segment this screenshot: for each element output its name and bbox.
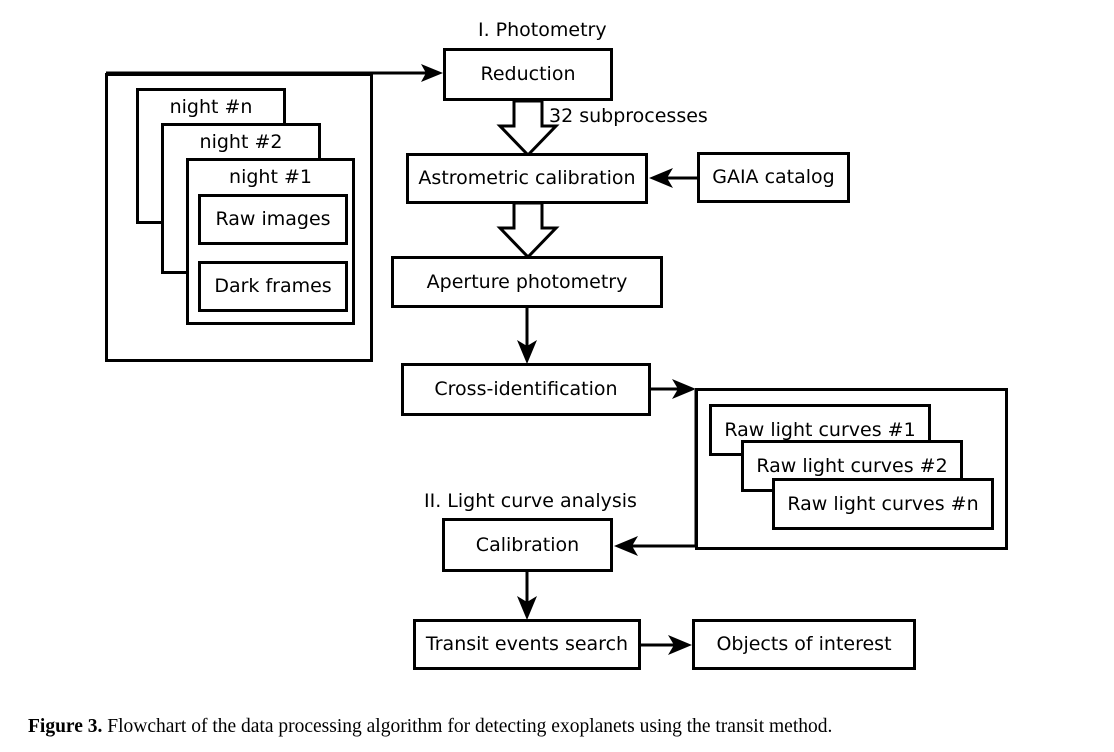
arrowhead-lightcurves-to-calibration (614, 536, 638, 556)
dark-frames-box[interactable]: Dark frames (198, 261, 348, 312)
arrowhead-cross-to-lightcurves (672, 379, 696, 399)
raw-images-box[interactable]: Raw images (198, 194, 348, 245)
arrowhead-transit-to-objects (668, 635, 692, 655)
objects-of-interest-box[interactable]: Objects of interest (692, 619, 916, 670)
transit-events-search-box[interactable]: Transit events search (413, 619, 641, 670)
section-label-photometry: I. Photometry (478, 19, 607, 41)
night-card-1-label: night #1 (229, 166, 312, 188)
cross-identification-box[interactable]: Cross-identification (401, 363, 651, 416)
section-label-light-curve-analysis: II. Light curve analysis (424, 490, 637, 512)
arrowhead-calibration-to-transit (517, 596, 537, 620)
figure-caption-label: Figure 3. (28, 716, 103, 737)
arrowhead-aperture-to-cross (517, 340, 537, 364)
block-arrow-astrometric-to-aperture (496, 201, 560, 260)
arrowhead-input-to-reduction (421, 64, 443, 82)
raw-light-curves-card-n[interactable]: Raw light curves #n (772, 478, 994, 530)
block-arrow-reduction-to-astrometric (496, 99, 560, 158)
night-card-n-label: night #n (169, 96, 253, 118)
astrometric-calibration-box[interactable]: Astrometric calibration (406, 153, 648, 204)
figure-caption: Figure 3. Flowchart of the data processi… (28, 716, 1098, 738)
gaia-catalog-box[interactable]: GAIA catalog (697, 152, 850, 203)
reduction-box[interactable]: Reduction (443, 48, 613, 101)
aperture-photometry-box[interactable]: Aperture photometry (391, 256, 663, 308)
figure-caption-text: Flowchart of the data processing algorit… (107, 716, 833, 737)
arrowhead-gaia-to-astrometric (649, 168, 673, 188)
night-card-2-label: night #2 (199, 131, 283, 153)
subprocesses-label: 32 subprocesses (549, 105, 708, 127)
calibration-box[interactable]: Calibration (442, 518, 613, 572)
